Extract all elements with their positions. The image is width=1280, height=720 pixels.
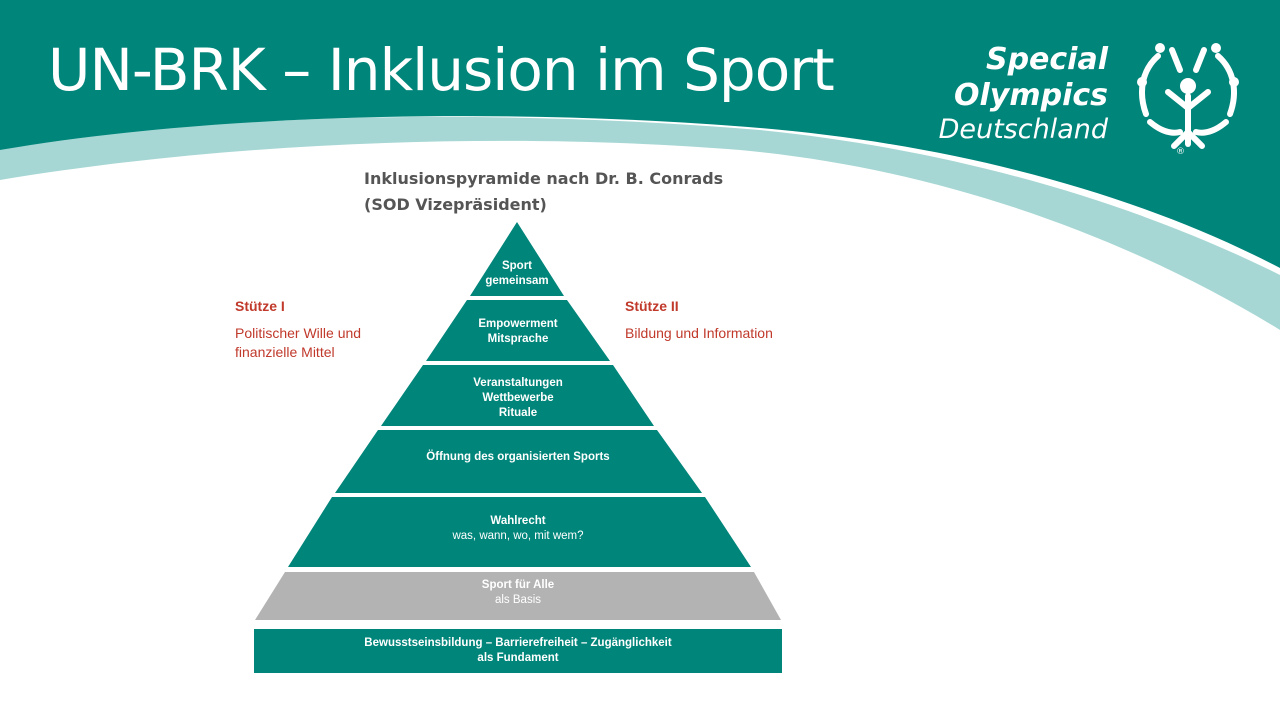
pyramid-level-1-shape [470, 222, 564, 296]
level-5-subtitle: was, wann, wo, mit wem? [452, 530, 584, 542]
pillar-right-heading: Stütze II [625, 298, 679, 314]
pyramid-level-2-shape [426, 300, 610, 361]
pillar-left-text: Politischer Wille und finanzielle Mittel [235, 325, 362, 360]
pillar-right-text: Bildung und Information [625, 325, 773, 341]
header-teal-band [0, 0, 1280, 268]
pyramid-caption: Inklusionspyramide nach Dr. B. Conrads (… [364, 169, 724, 214]
logo-text-special: Special [985, 42, 1108, 77]
special-olympics-logo: Special Olympics Deutschland ® [918, 36, 1248, 156]
pyramid-level-3-label: Veranstaltungen Wettbewerbe Rituale [418, 376, 618, 421]
header-swoosh-light [0, 116, 1280, 330]
pyramid-foundation-label: Bewusstseinsbildung – Barrierefreiheit –… [300, 636, 736, 666]
level-3-line-3: Rituale [498, 407, 538, 419]
level-1-line-2: gemeinsam [485, 275, 549, 287]
logo-registered-mark: ® [1176, 147, 1185, 156]
pyramid-level-1-label: Sport gemeinsam [467, 259, 567, 289]
pyramid-level-5-label: Wahlrecht was, wann, wo, mit wem? [378, 514, 658, 544]
pyramid-level-3-shape [381, 365, 654, 426]
pyramid-level-4-shape [335, 430, 702, 493]
logo-text-olympics: Olympics [954, 78, 1108, 113]
level-3-line-2: Wettbewerbe [482, 392, 554, 404]
pillar-left-heading: Stütze I [235, 298, 285, 314]
level-5-title: Wahlrecht [490, 515, 546, 527]
pyramid-foundation-shape [254, 629, 782, 673]
pyramid-level-6-shape [255, 572, 781, 620]
pillar-left: Stütze I Politischer Wille und finanziel… [235, 298, 405, 362]
pillar-right: Stütze II Bildung und Information [625, 298, 815, 343]
level-6-title: Sport für Alle [481, 579, 555, 591]
level-4-line-1: Öffnung des organisierten Sports [426, 451, 610, 463]
pyramid-level-2-label: Empowerment Mitsprache [418, 317, 618, 347]
slide-title: UN-BRK – Inklusion im Sport [48, 36, 835, 104]
level-1-line-1: Sport [501, 260, 533, 272]
logo-text-deutschland: Deutschland [938, 114, 1108, 145]
level-3-line-1: Veranstaltungen [473, 377, 563, 389]
level-6-subtitle: als Basis [494, 594, 542, 606]
pyramid-level-6-label: Sport für Alle als Basis [378, 578, 658, 608]
foundation-line-1: Bewusstseinsbildung – Barrierefreiheit –… [364, 637, 672, 649]
foundation-line-2: als Fundament [477, 652, 559, 664]
level-2-line-1: Empowerment [478, 318, 558, 330]
pyramid-level-4-label: Öffnung des organisierten Sports [378, 450, 658, 465]
special-olympics-figures-icon: ® [1137, 43, 1239, 156]
pyramid-level-5-shape [288, 497, 751, 567]
level-2-line-2: Mitsprache [487, 333, 549, 345]
